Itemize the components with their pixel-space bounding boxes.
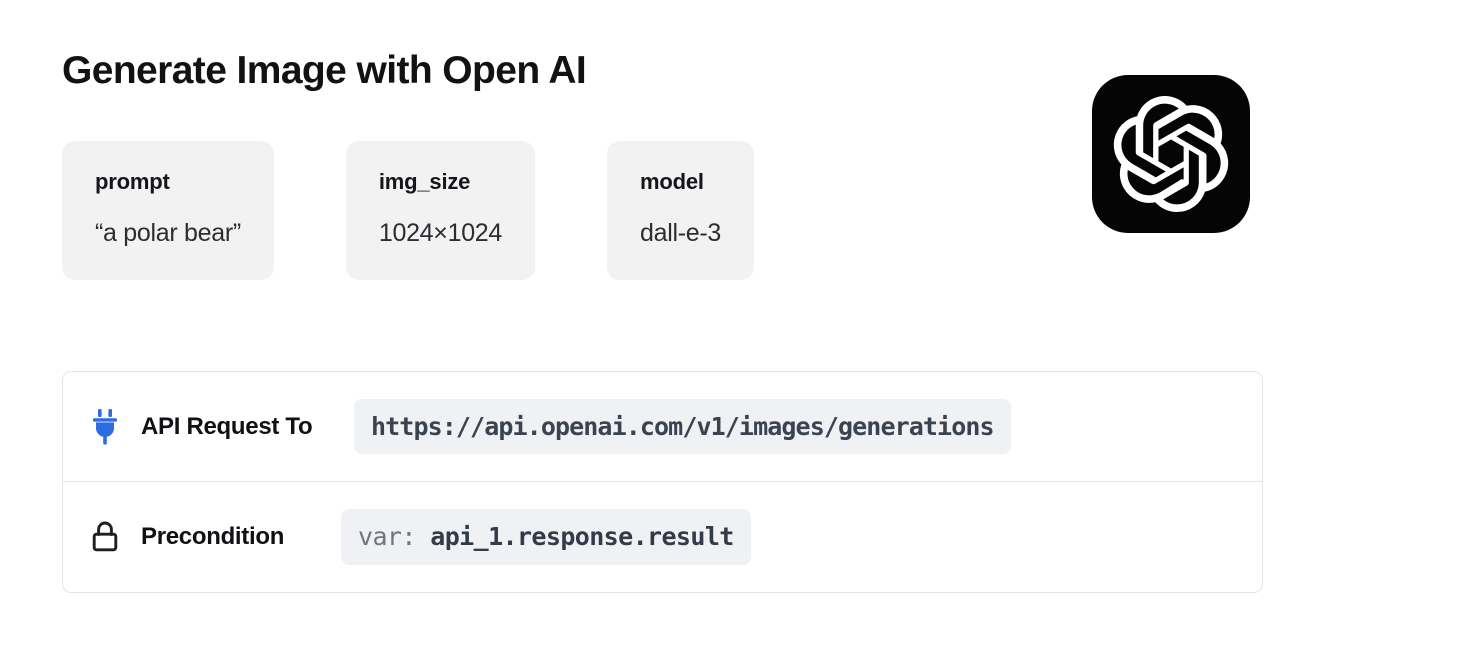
detail-row-api-request[interactable]: API Request To https://api.openai.com/v1… — [63, 372, 1262, 482]
detail-row-precondition[interactable]: Precondition var: api_1.response.result — [63, 482, 1262, 592]
parameter-label: img_size — [378, 169, 471, 194]
parameter-value: dall-e-3 — [640, 219, 721, 247]
openai-knot-icon — [1113, 96, 1229, 212]
parameter-card-prompt[interactable]: prompt “a polar bear” — [62, 141, 274, 280]
parameter-card-img-size[interactable]: img_size 1024×1024 — [345, 141, 536, 280]
parameter-card-list: prompt “a polar bear” img_size 1024×1024… — [62, 141, 754, 280]
api-endpoint-chip[interactable]: https://api.openai.com/v1/images/generat… — [354, 398, 1011, 455]
openai-logo — [1092, 75, 1250, 233]
page-title: Generate Image with Open AI — [62, 49, 587, 92]
details-card: API Request To https://api.openai.com/v1… — [62, 371, 1263, 593]
parameter-card-model[interactable]: model dall-e-3 — [607, 141, 754, 280]
detail-row-label: Precondition — [141, 523, 285, 550]
detail-row-label: API Request To — [141, 412, 313, 440]
lock-icon — [89, 517, 141, 557]
precondition-chip[interactable]: var: api_1.response.result — [341, 509, 751, 565]
precondition-var-key: var: — [358, 522, 416, 552]
plug-icon — [89, 407, 141, 447]
parameter-value: 1024×1024 — [378, 219, 503, 247]
parameter-label: prompt — [95, 169, 170, 194]
precondition-var-value: api_1.response.result — [430, 522, 734, 552]
parameter-value: “a polar bear” — [95, 219, 241, 247]
parameter-label: model — [640, 169, 704, 194]
